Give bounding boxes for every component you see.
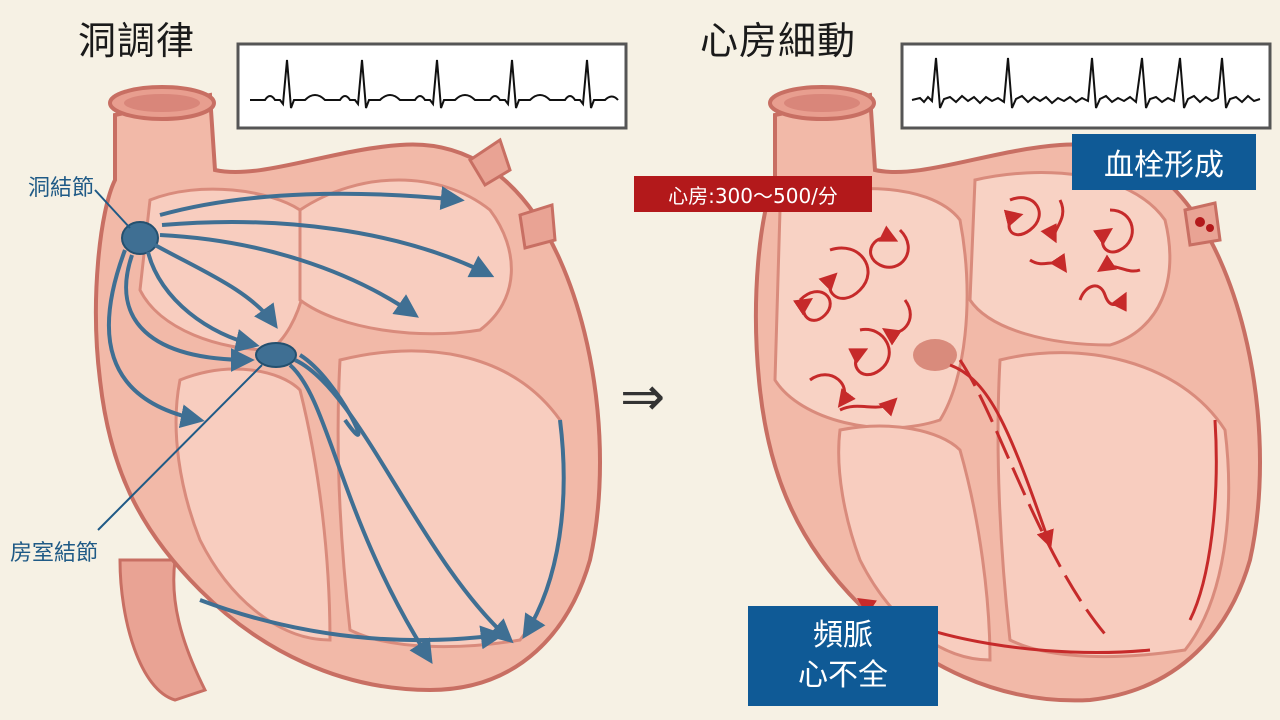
ecg-trace-regular xyxy=(250,59,619,109)
ecg-sinus xyxy=(236,42,628,130)
sa-node xyxy=(121,221,159,255)
chaotic-wave xyxy=(1093,208,1134,254)
chaotic-wave xyxy=(818,246,870,300)
atrial-rate-label: 心房:300〜500/分 xyxy=(634,176,872,212)
conduction-red xyxy=(1188,419,1218,621)
thrombus-label: 血栓形成 xyxy=(1072,134,1256,190)
conduction-arrow xyxy=(294,358,514,644)
chaotic-wave xyxy=(839,397,898,417)
left-ventricle xyxy=(336,349,566,649)
chaotic-wave xyxy=(1097,254,1141,273)
heart-sinus-rhythm xyxy=(93,85,602,702)
conduction-red xyxy=(958,359,1112,641)
vena-cava-lower xyxy=(118,558,208,702)
ecg-afib xyxy=(900,42,1272,130)
conduction-arrow xyxy=(288,363,433,665)
chaotic-wave xyxy=(848,328,891,377)
av-node xyxy=(255,342,297,368)
right-ventricle xyxy=(837,424,992,662)
thrombus-clot xyxy=(1195,217,1205,227)
transition-arrow: ⇒ xyxy=(620,365,666,428)
vessel-lumen xyxy=(784,94,860,112)
chaotic-wave xyxy=(809,373,856,408)
thrombus-label-text: 血栓形成 xyxy=(1104,148,1224,183)
av-node-leader xyxy=(97,364,263,531)
conduction-branch xyxy=(298,353,361,437)
chaotic-wave xyxy=(882,299,912,346)
chaotic-wave xyxy=(793,290,832,322)
title-sinus-rhythm: 洞調律 xyxy=(78,19,196,63)
heart-atrial-fibrillation xyxy=(753,85,1262,703)
chaotic-wave xyxy=(1003,196,1041,237)
conduction-red xyxy=(949,363,1054,549)
pulmonary-vein-lower xyxy=(518,203,557,250)
conduction-arrow xyxy=(154,243,278,329)
av-node xyxy=(913,339,957,371)
conduction-arrow xyxy=(159,186,465,217)
sa-node-leader xyxy=(94,189,131,229)
left-ventricle xyxy=(996,351,1231,659)
thrombus-clot xyxy=(1206,224,1214,232)
left-atrium-fibrillating xyxy=(968,171,1172,347)
complication-label: 頻脈 心不全 xyxy=(748,606,938,706)
conduction-arrow xyxy=(159,233,419,318)
chaotic-wave xyxy=(1078,284,1127,312)
ecg-frame xyxy=(236,42,628,130)
chaotic-wave xyxy=(869,225,910,269)
left-atrium xyxy=(298,178,513,336)
conduction-arrow xyxy=(146,251,260,353)
conduction-arrow xyxy=(199,598,505,650)
conduction-arrow xyxy=(161,220,495,278)
chaotic-wave xyxy=(1040,199,1065,244)
label-av-node: 房室結節 xyxy=(10,541,99,566)
ecg-frame xyxy=(900,42,1272,130)
conduction-arrow xyxy=(106,249,205,428)
vessel-lumen xyxy=(124,94,200,112)
right-atrium-fibrillating xyxy=(773,187,969,430)
title-atrial-fibrillation: 心房細動 xyxy=(700,19,857,63)
complication-line-1: 頻脈 xyxy=(813,618,873,653)
conduction-arrow xyxy=(522,419,566,640)
ecg-trace-irregular xyxy=(911,57,1261,109)
conduction-pathways xyxy=(106,186,566,665)
label-sa-node: 洞結節 xyxy=(28,176,95,201)
fibrillation-waves xyxy=(793,196,1218,655)
complication-line-2: 心不全 xyxy=(798,658,888,693)
conduction-arrow xyxy=(124,254,255,372)
chaotic-wave xyxy=(1029,253,1067,273)
pulmonary-vein-upper xyxy=(467,137,512,188)
right-ventricle xyxy=(174,367,332,642)
